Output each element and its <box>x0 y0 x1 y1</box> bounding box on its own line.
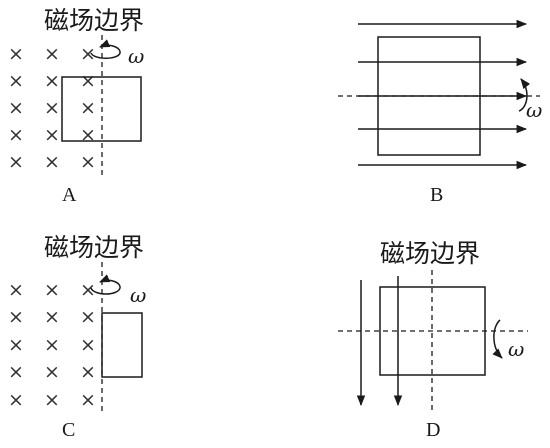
panel-b-rotation-arrow <box>518 78 531 112</box>
panel-d-option-label: D <box>426 419 440 441</box>
field-cross-mark: × <box>44 70 60 92</box>
panel-b: ω B <box>338 19 542 206</box>
panel-d-omega: ω <box>508 337 524 361</box>
panel-b-option-label: B <box>430 184 443 206</box>
panel-c-boundary-label: 磁场边界 <box>44 233 144 262</box>
field-cross-mark: × <box>80 279 96 301</box>
panel-a-boundary-label: 磁场边界 <box>44 6 144 35</box>
panel-c-omega: ω <box>130 283 146 307</box>
field-cross-mark: × <box>44 334 60 356</box>
field-cross-mark: × <box>80 97 96 119</box>
field-cross-mark: × <box>44 151 60 173</box>
panel-a-coil <box>61 76 142 142</box>
field-cross-mark: × <box>8 43 24 65</box>
panel-c-rotation-arrow <box>90 274 121 295</box>
field-cross-mark: × <box>8 279 24 301</box>
field-cross-mark: × <box>44 97 60 119</box>
field-cross-mark: × <box>80 334 96 356</box>
panel-a: 磁场边界 × × × × × × × × × × × × × × × ω A <box>8 6 144 206</box>
field-cross-mark: × <box>8 124 24 146</box>
field-cross-mark: × <box>44 279 60 301</box>
field-cross-mark: × <box>8 151 24 173</box>
field-cross-mark: × <box>44 306 60 328</box>
field-cross-mark: × <box>44 43 60 65</box>
field-cross-mark: × <box>44 124 60 146</box>
panel-a-field-crosses: × × × × × × × × × × × × × × × <box>8 43 96 173</box>
field-cross-mark: × <box>80 151 96 173</box>
field-cross-mark: × <box>80 70 96 92</box>
panel-d-boundary-label: 磁场边界 <box>380 239 480 268</box>
panel-a-rotation-arrow <box>90 39 121 59</box>
panel-c-option-label: C <box>62 419 75 441</box>
field-cross-mark: × <box>8 361 24 383</box>
field-cross-mark: × <box>44 389 60 411</box>
panel-c: 磁场边界 × × × × × × × × × × × × × × × ω C <box>8 233 146 441</box>
field-cross-mark: × <box>80 389 96 411</box>
panel-c-coil <box>101 312 143 378</box>
panel-b-omega: ω <box>526 98 542 122</box>
field-cross-mark: × <box>44 361 60 383</box>
field-cross-mark: × <box>80 43 96 65</box>
field-cross-mark: × <box>8 306 24 328</box>
panel-c-field-crosses: × × × × × × × × × × × × × × × <box>8 279 96 411</box>
field-cross-mark: × <box>8 389 24 411</box>
panel-a-omega: ω <box>128 44 144 68</box>
panel-d: 磁场边界 ω D <box>338 239 528 441</box>
field-cross-mark: × <box>8 70 24 92</box>
field-cross-mark: × <box>80 361 96 383</box>
panel-d-rotation-arrow <box>492 319 503 359</box>
field-cross-mark: × <box>80 306 96 328</box>
panel-a-option-label: A <box>62 184 77 206</box>
field-cross-mark: × <box>80 124 96 146</box>
field-cross-mark: × <box>8 97 24 119</box>
field-cross-mark: × <box>8 334 24 356</box>
